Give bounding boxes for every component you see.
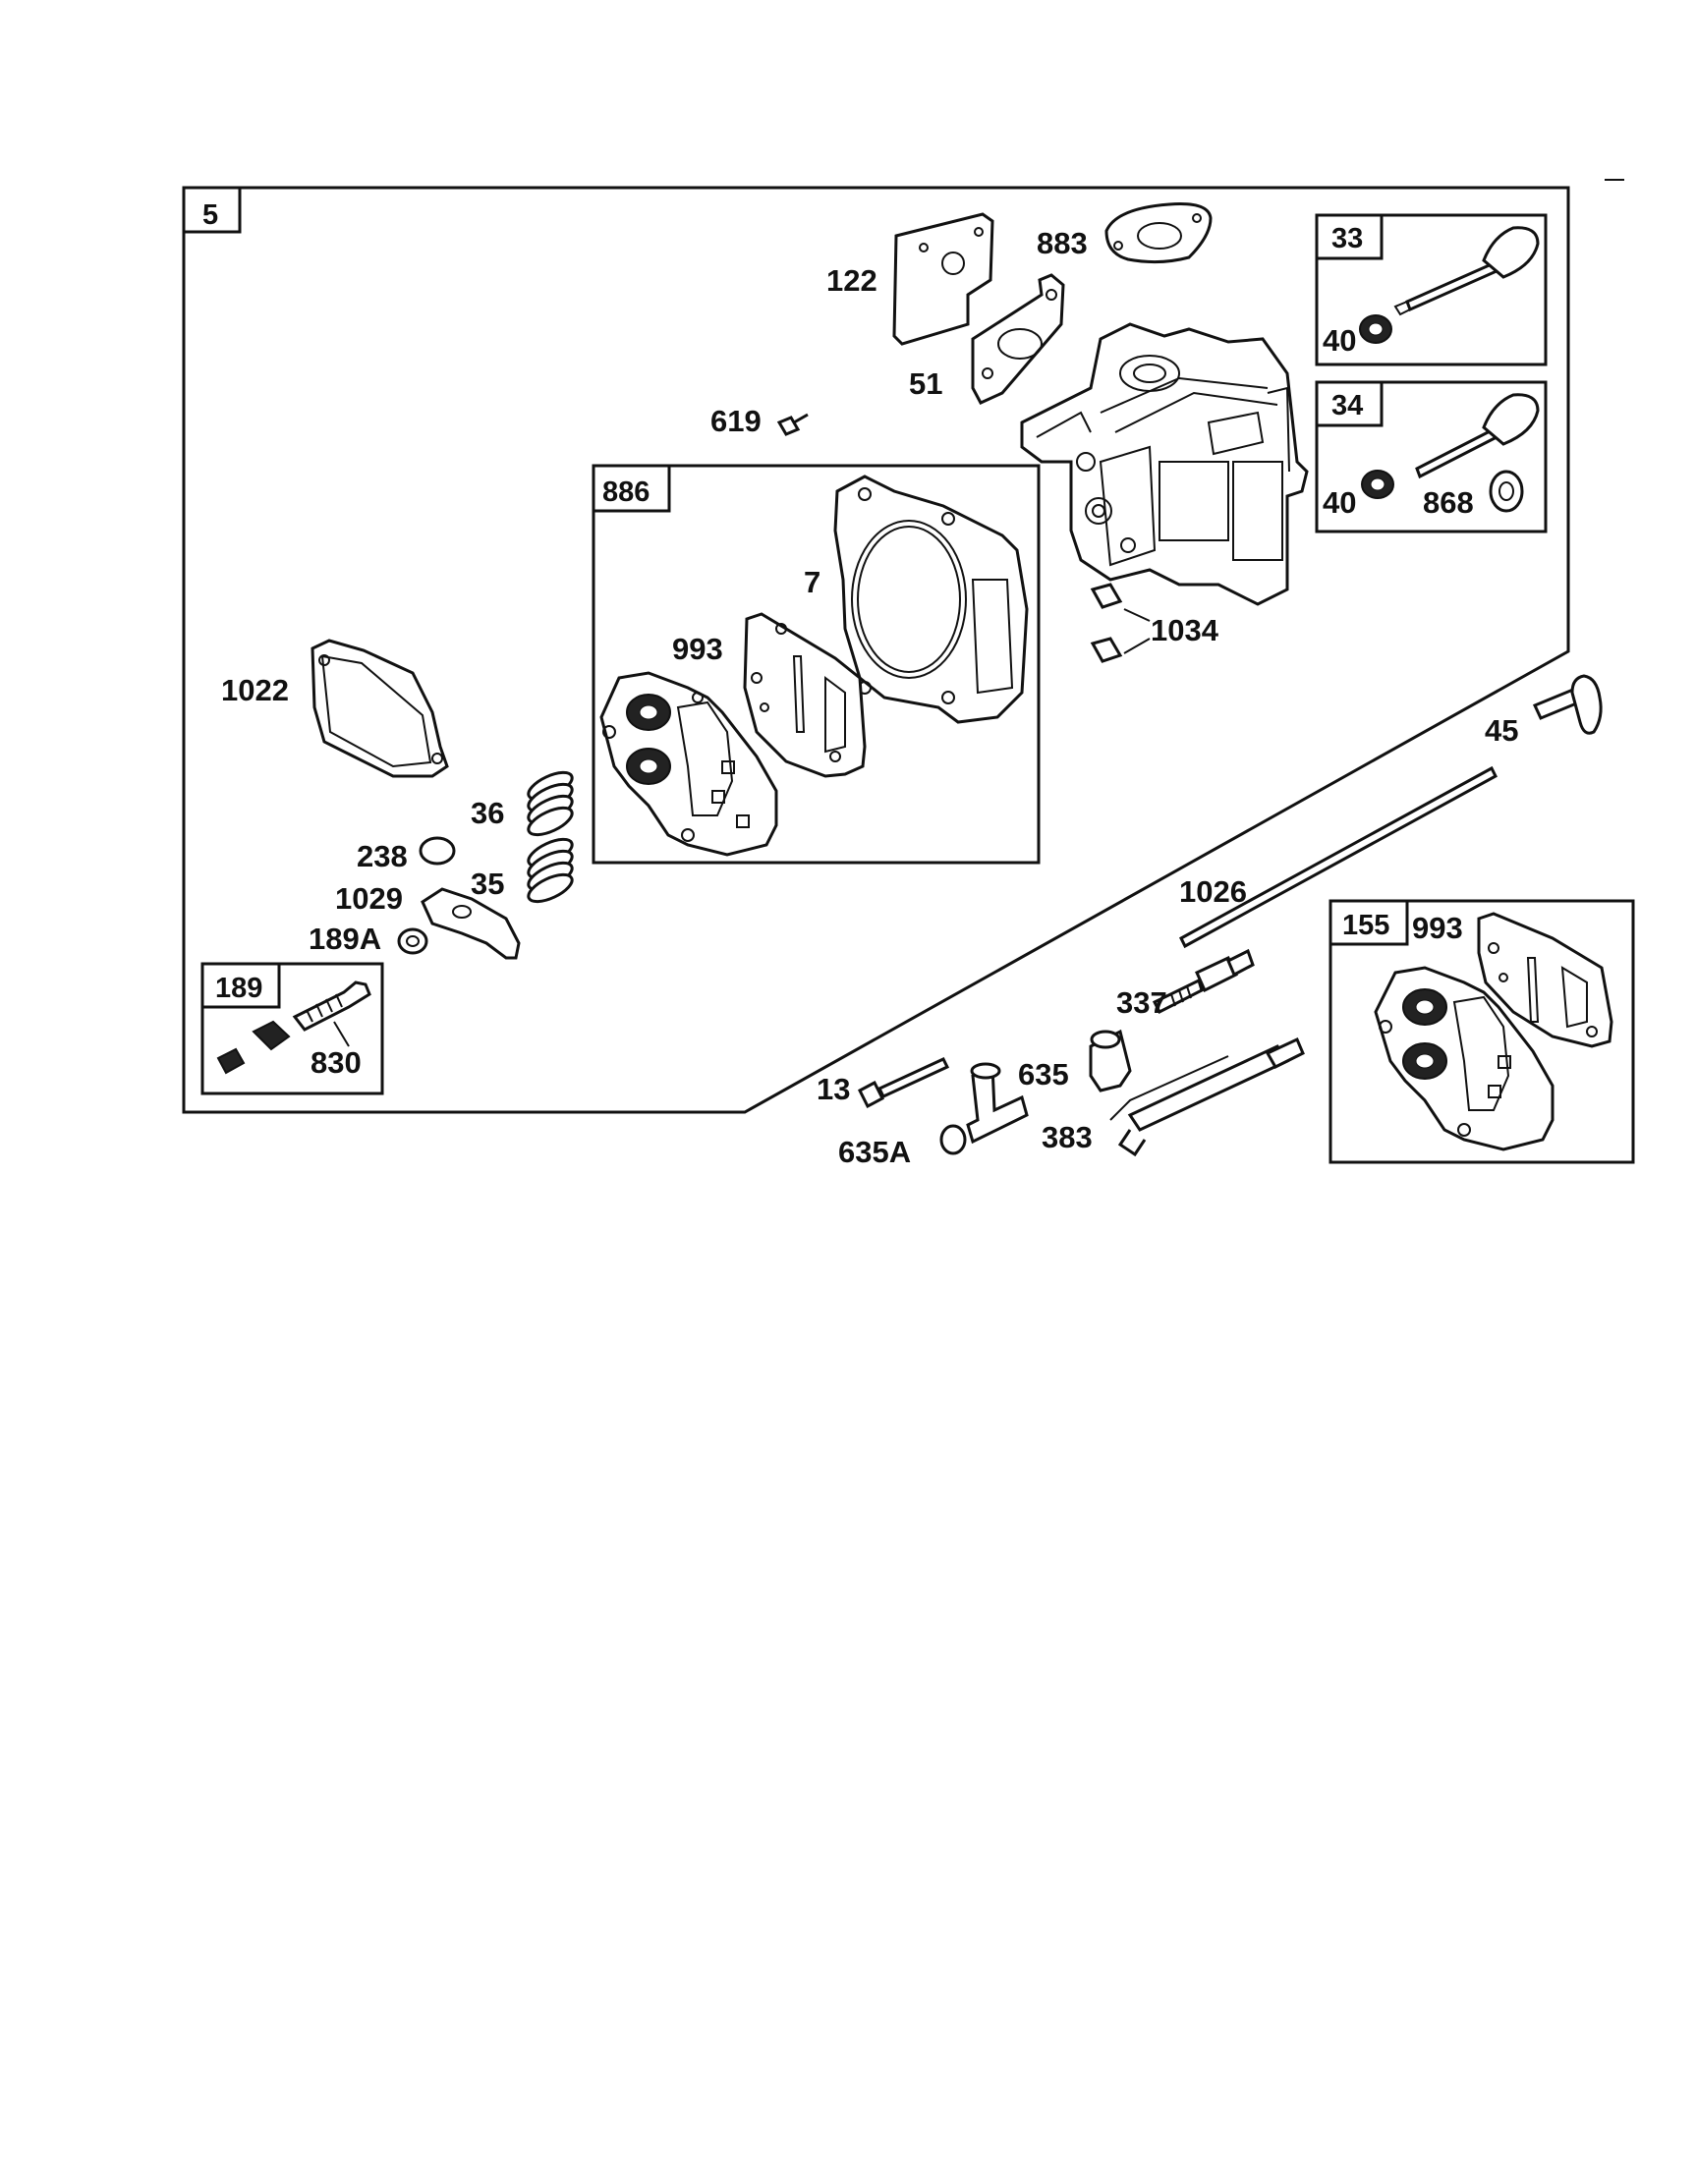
tappet-45-drawing <box>1532 674 1603 735</box>
nut-189A-drawing <box>397 927 428 955</box>
label-13: 13 <box>817 1072 850 1106</box>
label-635A: 635A <box>838 1135 911 1169</box>
main-box-tag <box>182 186 242 234</box>
gasket-set-label: 886 <box>602 476 650 508</box>
gasket-1022-drawing <box>311 639 449 778</box>
label-993-kit: 993 <box>1412 911 1463 945</box>
kit-189-parts-drawing <box>216 980 371 1075</box>
intake-valve-box <box>1315 213 1548 366</box>
label-189A: 189A <box>309 922 381 956</box>
label-122: 122 <box>826 263 877 298</box>
rocker-arm-1029-drawing <box>421 887 521 960</box>
exhaust-valve-box <box>1315 380 1548 533</box>
kit-189-tag <box>200 962 281 1009</box>
push-rod-1026-drawing <box>1179 765 1498 949</box>
label-7: 7 <box>804 565 820 599</box>
valve-33-drawing <box>1359 226 1540 344</box>
intake-valve-label: 33 <box>1331 223 1363 254</box>
label-830: 830 <box>311 1045 362 1080</box>
intake-valve-tag <box>1315 213 1384 260</box>
main-assembly-outline <box>182 186 1570 1114</box>
label-635: 635 <box>1018 1057 1069 1092</box>
kit-189-label: 189 <box>215 973 262 1004</box>
valve-34-drawing <box>1361 393 1540 513</box>
label-51: 51 <box>909 366 942 401</box>
clips-1034-drawing <box>1090 583 1151 663</box>
cylinder-head-drawing <box>1020 322 1309 606</box>
screw-619-drawing <box>776 413 809 436</box>
label-36: 36 <box>471 796 504 830</box>
rocker-plate-drawing <box>599 671 778 857</box>
label-35: 35 <box>471 867 504 901</box>
main-box-label: 5 <box>202 199 218 231</box>
gasket-993-drawing <box>743 612 867 778</box>
cap-238-drawing <box>419 836 456 866</box>
label-868: 868 <box>1423 485 1474 520</box>
exhaust-valve-tag <box>1315 380 1384 427</box>
spring-36-drawing <box>527 770 574 837</box>
spark-plug-337-drawing <box>1152 948 1255 1015</box>
label-619: 619 <box>710 404 762 438</box>
label-45: 45 <box>1485 713 1518 748</box>
gasket-set-box <box>592 464 1041 865</box>
fitting-635A-drawing <box>939 1062 1029 1155</box>
label-383: 383 <box>1042 1120 1093 1154</box>
label-40-exhaust: 40 <box>1323 485 1356 520</box>
gasket-set-tag <box>592 464 671 513</box>
label-238: 238 <box>357 839 408 873</box>
label-1029: 1029 <box>335 881 403 916</box>
label-1026: 1026 <box>1179 874 1247 909</box>
exhaust-valve-label: 34 <box>1331 390 1363 421</box>
label-40-intake: 40 <box>1323 323 1356 358</box>
gasket-122-drawing <box>892 212 994 346</box>
kit-155-box <box>1329 899 1635 1164</box>
bolt-13-drawing <box>858 1057 950 1109</box>
head-gasket-7-drawing <box>833 475 1029 724</box>
label-1034: 1034 <box>1151 613 1219 647</box>
kit-155-tag <box>1329 899 1409 946</box>
gasket-883-drawing <box>1104 202 1213 264</box>
kit-155-label: 155 <box>1342 910 1389 941</box>
gasket-51-drawing <box>971 273 1065 405</box>
kit-189-box <box>200 962 384 1095</box>
spring-35-drawing <box>527 837 574 904</box>
label-337: 337 <box>1116 985 1167 1020</box>
elbow-635-drawing <box>1089 1029 1132 1092</box>
label-1022: 1022 <box>221 673 289 707</box>
label-883: 883 <box>1037 226 1088 260</box>
label-993: 993 <box>672 632 723 666</box>
wrench-383-drawing <box>1109 1036 1305 1157</box>
kit-155-gaskets-drawing <box>1374 912 1613 1151</box>
